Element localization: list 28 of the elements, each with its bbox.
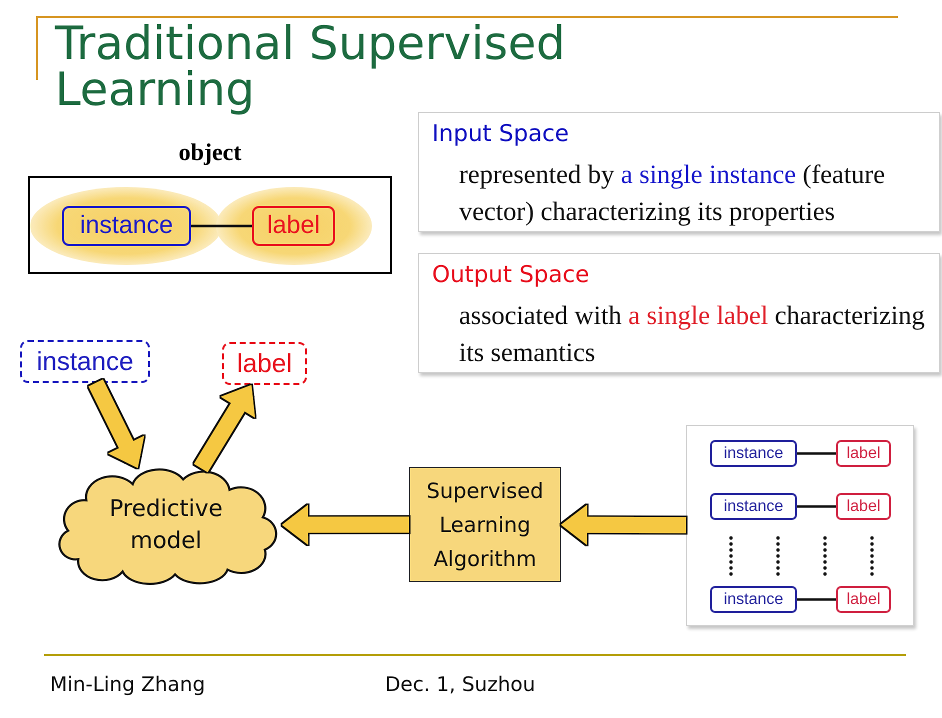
group-title: object [178, 139, 242, 168]
label-tag: label [222, 342, 307, 385]
connector-line [797, 452, 836, 455]
footer-text: Dec. 1, Suzhou [385, 671, 536, 697]
instance-tag: instance [62, 206, 191, 246]
block-arrow [282, 504, 410, 545]
footer-text: Min-Ling Zhang [50, 671, 206, 697]
cloud-label: Predictive model [108, 495, 224, 556]
label-tag: label [252, 206, 335, 246]
label-tag: label [836, 493, 891, 520]
info-panel [418, 253, 940, 373]
label-tag: label [836, 586, 891, 613]
connector-line [191, 224, 252, 228]
process-box: Supervised Learning Algorithm [409, 467, 561, 582]
info-panel [418, 112, 940, 232]
data-panel [686, 425, 914, 626]
connector-line [797, 598, 836, 601]
label-tag: label [836, 440, 891, 467]
instance-tag: instance [710, 493, 797, 520]
block-arrow [561, 504, 686, 545]
panel-text: represented by a single instance (feature vector) characterizing its properties [459, 158, 886, 228]
panel-heading: Output Space [432, 261, 590, 290]
instance-tag: instance [20, 340, 150, 383]
panel-heading: Input Space [432, 120, 569, 149]
panel-text: associated with a single label characterizing its semantics [459, 299, 926, 369]
instance-tag: instance [710, 586, 797, 613]
instance-tag: instance [710, 440, 797, 467]
connector-line [797, 505, 836, 508]
